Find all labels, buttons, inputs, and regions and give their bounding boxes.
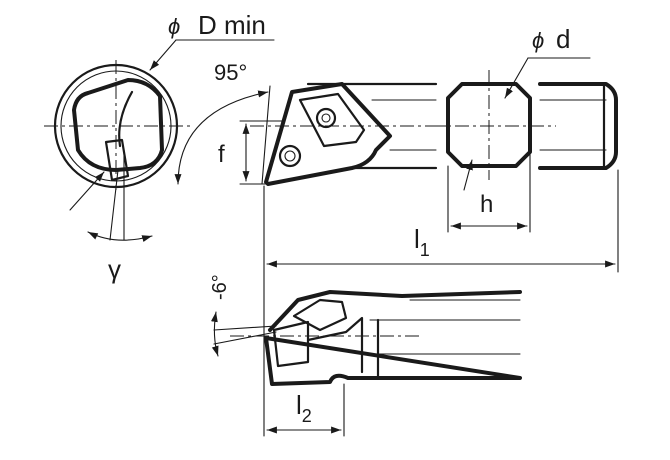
d-lower-arrow (463, 159, 473, 191)
gamma-arc (87, 231, 153, 242)
clamp-screw-1-inner (321, 113, 331, 123)
bar-cross-section (72, 78, 164, 172)
l2-subscript: 2 (302, 406, 312, 426)
d-min-callout: ϕ D min (149, 10, 275, 71)
d-min-label: D min (198, 10, 266, 40)
top-view: 95° f (174, 60, 450, 186)
d-min-diameter-symbol: ϕ (168, 14, 180, 39)
shank-end-view (538, 82, 618, 170)
insert-seat (298, 92, 366, 148)
h-label: h (480, 191, 493, 218)
l1-letter: l (414, 224, 420, 254)
minus6-arc (210, 311, 219, 357)
clamp-screw-2 (278, 144, 302, 168)
insert-end-view (104, 138, 130, 182)
l1-label: l1 (414, 224, 430, 260)
l2-label: l2 (296, 390, 312, 426)
clamp-screw-2-inner (284, 150, 296, 162)
angle-95-arc (174, 90, 269, 185)
clamp-screw-1 (315, 107, 337, 129)
angle-95-ref-line (261, 85, 271, 185)
chip-flute-line (118, 90, 134, 148)
shank-end-outline (538, 82, 618, 170)
l2-letter: l (296, 390, 302, 420)
minus6-angle-line (213, 331, 277, 345)
bottom-clamp (292, 298, 348, 332)
bottom-view: -6° l2 (209, 274, 522, 437)
bore-end-view (44, 60, 190, 242)
minus6-ref-line (213, 325, 277, 331)
l1-dimension: l1 (263, 169, 619, 437)
d-min-leader (149, 39, 177, 71)
angle-95-label: 95° (214, 60, 247, 85)
f-label: f (218, 141, 225, 168)
shank-cross-section: h ϕ d (430, 24, 591, 233)
d-diameter-symbol: ϕ (532, 28, 544, 53)
bottom-body-step (306, 316, 364, 374)
hatched-section (446, 82, 532, 168)
gamma-label: γ (108, 254, 121, 284)
rake-angle-line (109, 169, 119, 241)
d-leader (504, 57, 529, 99)
d-min-arrow-lower (69, 171, 105, 211)
minus6-label: -6° (209, 274, 231, 300)
l1-subscript: 1 (420, 240, 430, 260)
bottom-head-outline (264, 290, 522, 386)
d-label: d (556, 24, 570, 54)
bottom-insert (272, 320, 310, 368)
